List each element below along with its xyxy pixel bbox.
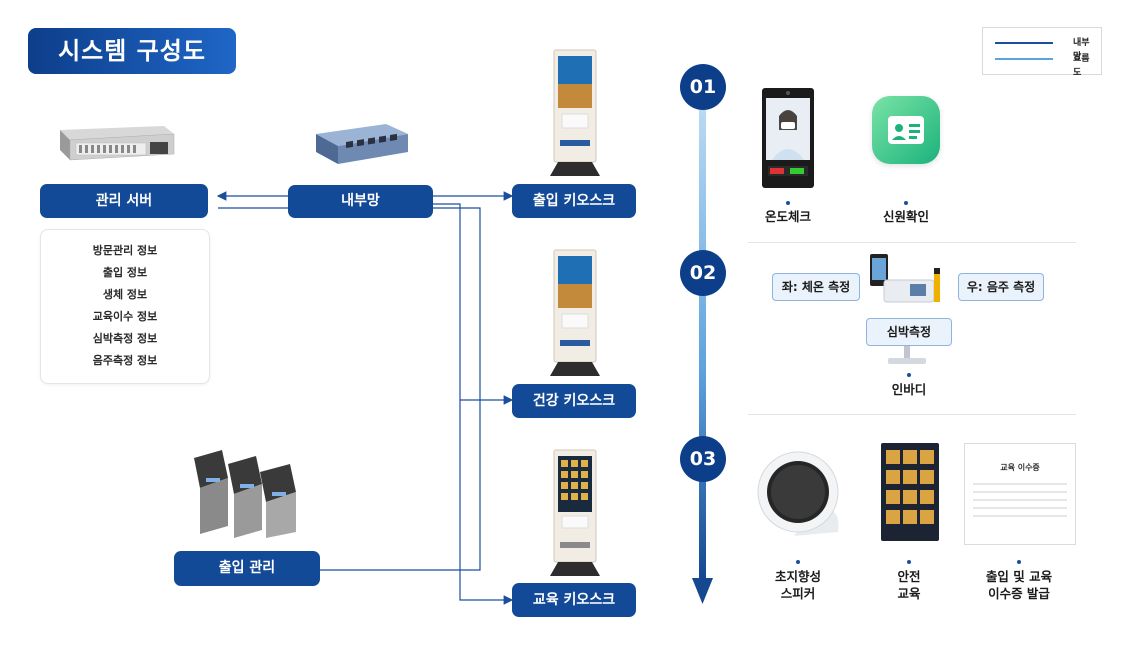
caption-safety-education: 안전 교육 <box>897 569 921 601</box>
tag-heart-rate: 심박측정 <box>866 318 952 346</box>
legend-item-flow: 흐름도 <box>995 52 1095 78</box>
directional-speaker-image <box>757 451 839 536</box>
thermal-camera-image <box>762 88 814 188</box>
legend-label: 흐름도 <box>1073 54 1090 78</box>
step-number: 02 <box>680 250 726 296</box>
id-card-icon <box>872 96 940 164</box>
caption-certificate-issue: 출입 및 교육 이수증 발급 <box>985 569 1053 601</box>
caption-dot <box>796 560 800 564</box>
health-kiosk-node: 건강 키오스크 <box>512 384 636 418</box>
edu-kiosk-node: 교육 키오스크 <box>512 583 636 617</box>
caption-identity-check: 신원확인 <box>882 209 929 224</box>
tag-body-temperature: 좌: 체온 측정 <box>772 273 860 301</box>
gate-node: 출입 관리 <box>174 551 320 586</box>
caption-dot <box>904 201 908 205</box>
info-item: 생체 정보 <box>102 288 148 301</box>
caption-inbody: 인바디 <box>891 382 927 397</box>
info-item: 교육이수 정보 <box>92 310 158 323</box>
server-rack-image <box>60 126 175 161</box>
caption-dot <box>907 560 911 564</box>
legend-label: 내부망 <box>1073 38 1090 62</box>
internal-network-node: 내부망 <box>288 185 433 218</box>
step-divider <box>748 242 1076 243</box>
legend-line-internal <box>995 42 1053 44</box>
safety-education-screen-image <box>881 443 939 541</box>
page-title: 시스템 구성도 <box>28 28 236 74</box>
step-divider <box>748 414 1076 415</box>
certificate-title: 교육 이수증 <box>1000 463 1040 472</box>
entry-kiosk-image <box>550 49 600 176</box>
step-number: 01 <box>680 64 726 110</box>
caption-dot <box>1017 560 1021 564</box>
info-item: 출입 정보 <box>102 266 148 279</box>
flow-arrow-head <box>692 578 713 604</box>
step-number: 03 <box>680 436 726 482</box>
server-node: 관리 서버 <box>40 184 208 218</box>
certificate-image: 교육 이수증 <box>964 443 1076 545</box>
flow-bar <box>699 110 706 580</box>
legend: 내부망 흐름도 <box>982 27 1102 78</box>
info-item: 음주측정 정보 <box>92 354 158 367</box>
caption-directional-speaker: 초지향성 스피커 <box>774 569 821 601</box>
speed-gate-image <box>194 450 296 538</box>
caption-dot <box>786 201 790 205</box>
legend-line-flow <box>995 58 1053 60</box>
legend-item-internal: 내부망 <box>995 36 1095 62</box>
entry-kiosk-node: 출입 키오스크 <box>512 184 636 218</box>
edu-kiosk-image <box>550 449 600 576</box>
inbody-device-image <box>870 254 940 364</box>
tag-alcohol-test: 우: 음주 측정 <box>958 273 1044 301</box>
info-item: 방문관리 정보 <box>92 244 158 257</box>
caption-dot <box>907 373 911 377</box>
network-switch-image <box>316 124 408 164</box>
arrow-internal-to-edu-kiosk <box>432 203 514 605</box>
health-kiosk-image <box>550 249 600 376</box>
info-item: 심박측정 정보 <box>92 332 158 345</box>
server-info-box: 방문관리 정보 출입 정보 생체 정보 교육이수 정보 심박측정 정보 음주측정… <box>40 229 210 384</box>
caption-temperature-check: 온도체크 <box>764 209 811 224</box>
line-internal-to-gate <box>320 207 481 571</box>
